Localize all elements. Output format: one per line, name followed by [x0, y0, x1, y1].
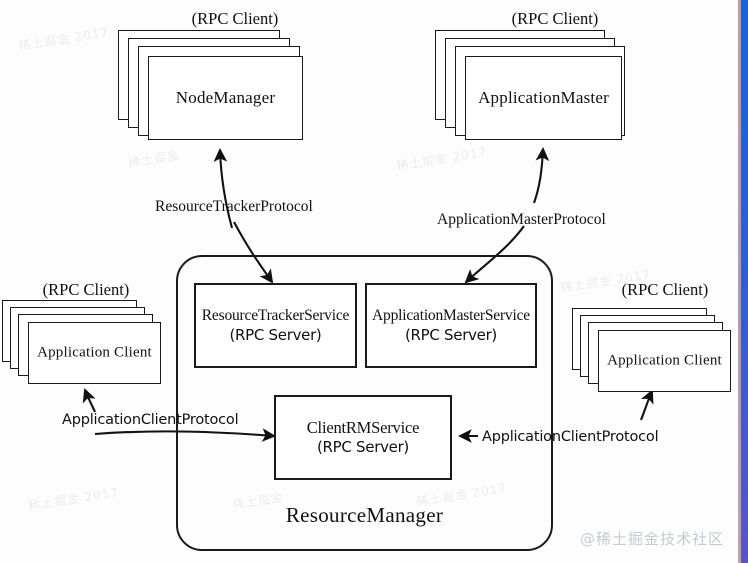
paper-watermark: 稀土掘金 2017	[395, 144, 488, 174]
applicationmasterservice-box[interactable]: ApplicationMasterService (RPC Server)	[365, 283, 537, 368]
applicationmaster-box[interactable]: ApplicationMaster	[465, 56, 622, 140]
nodemanager-label: NodeManager	[175, 88, 276, 107]
resourcemanager-container[interactable]	[176, 255, 553, 551]
arrow-applicationmaster-to-am	[533, 147, 550, 204]
appclient-left-caption: (RPC Client)	[42, 280, 130, 299]
applicationmaster-label: ApplicationMaster	[478, 88, 609, 107]
label-applicationclientprotocol-left: ApplicationClientProtocol	[62, 412, 239, 428]
label-applicationmasterprotocol: ApplicationMasterProtocol	[437, 211, 606, 228]
applicationmasterservice-label: ApplicationMasterService	[372, 307, 530, 325]
page-edge-line	[738, 0, 741, 563]
label-resourcetrackerprotocol: ResourceTrackerProtocol	[155, 198, 313, 215]
paper-watermark: 稀土掘金	[127, 148, 181, 170]
applicationmaster-caption: (RPC Client)	[511, 9, 599, 28]
appclient-right-box[interactable]: Application Client	[598, 330, 731, 392]
clientrmservice-label: ClientRMService	[306, 417, 420, 437]
paper-watermark: 稀土掘金 2017	[27, 484, 120, 514]
appclient-left-stack[interactable]: Application Client	[2, 300, 177, 395]
label-applicationclientprotocol-right: ApplicationClientProtocol	[482, 429, 659, 445]
community-watermark: @稀土掘金技术社区	[579, 530, 724, 548]
nodemanager-caption: (RPC Client)	[191, 9, 279, 28]
applicationmaster-stack[interactable]: ApplicationMaster	[435, 30, 635, 145]
page-edge-gradient-strip	[741, 0, 748, 563]
resourcemanager-title: ResourceManager	[285, 503, 444, 527]
appclient-left-label: Application Client	[37, 344, 152, 361]
paper-watermark: 稀土掘金 2017	[17, 24, 110, 54]
nodemanager-stack[interactable]: NodeManager	[118, 30, 308, 145]
resourcetrackerservice-label: ResourceTrackerService	[201, 307, 350, 325]
clientrmservice-box[interactable]: ClientRMService (RPC Server)	[274, 395, 452, 480]
appclient-right-stack[interactable]: Application Client	[572, 308, 747, 403]
nodemanager-box[interactable]: NodeManager	[148, 56, 303, 140]
resourcetrackerservice-box[interactable]: ResourceTrackerService (RPC Server)	[194, 283, 357, 368]
clientrmservice-sublabel: (RPC Server)	[316, 438, 409, 457]
appclient-right-label: Application Client	[607, 352, 722, 369]
applicationmasterservice-sublabel: (RPC Server)	[404, 325, 497, 344]
appclient-left-box[interactable]: Application Client	[28, 322, 161, 384]
resourcetrackerservice-sublabel: (RPC Server)	[229, 325, 322, 344]
arrow-resourcetracker-to-nodemanager	[213, 148, 234, 229]
appclient-right-caption: (RPC Client)	[621, 280, 709, 299]
